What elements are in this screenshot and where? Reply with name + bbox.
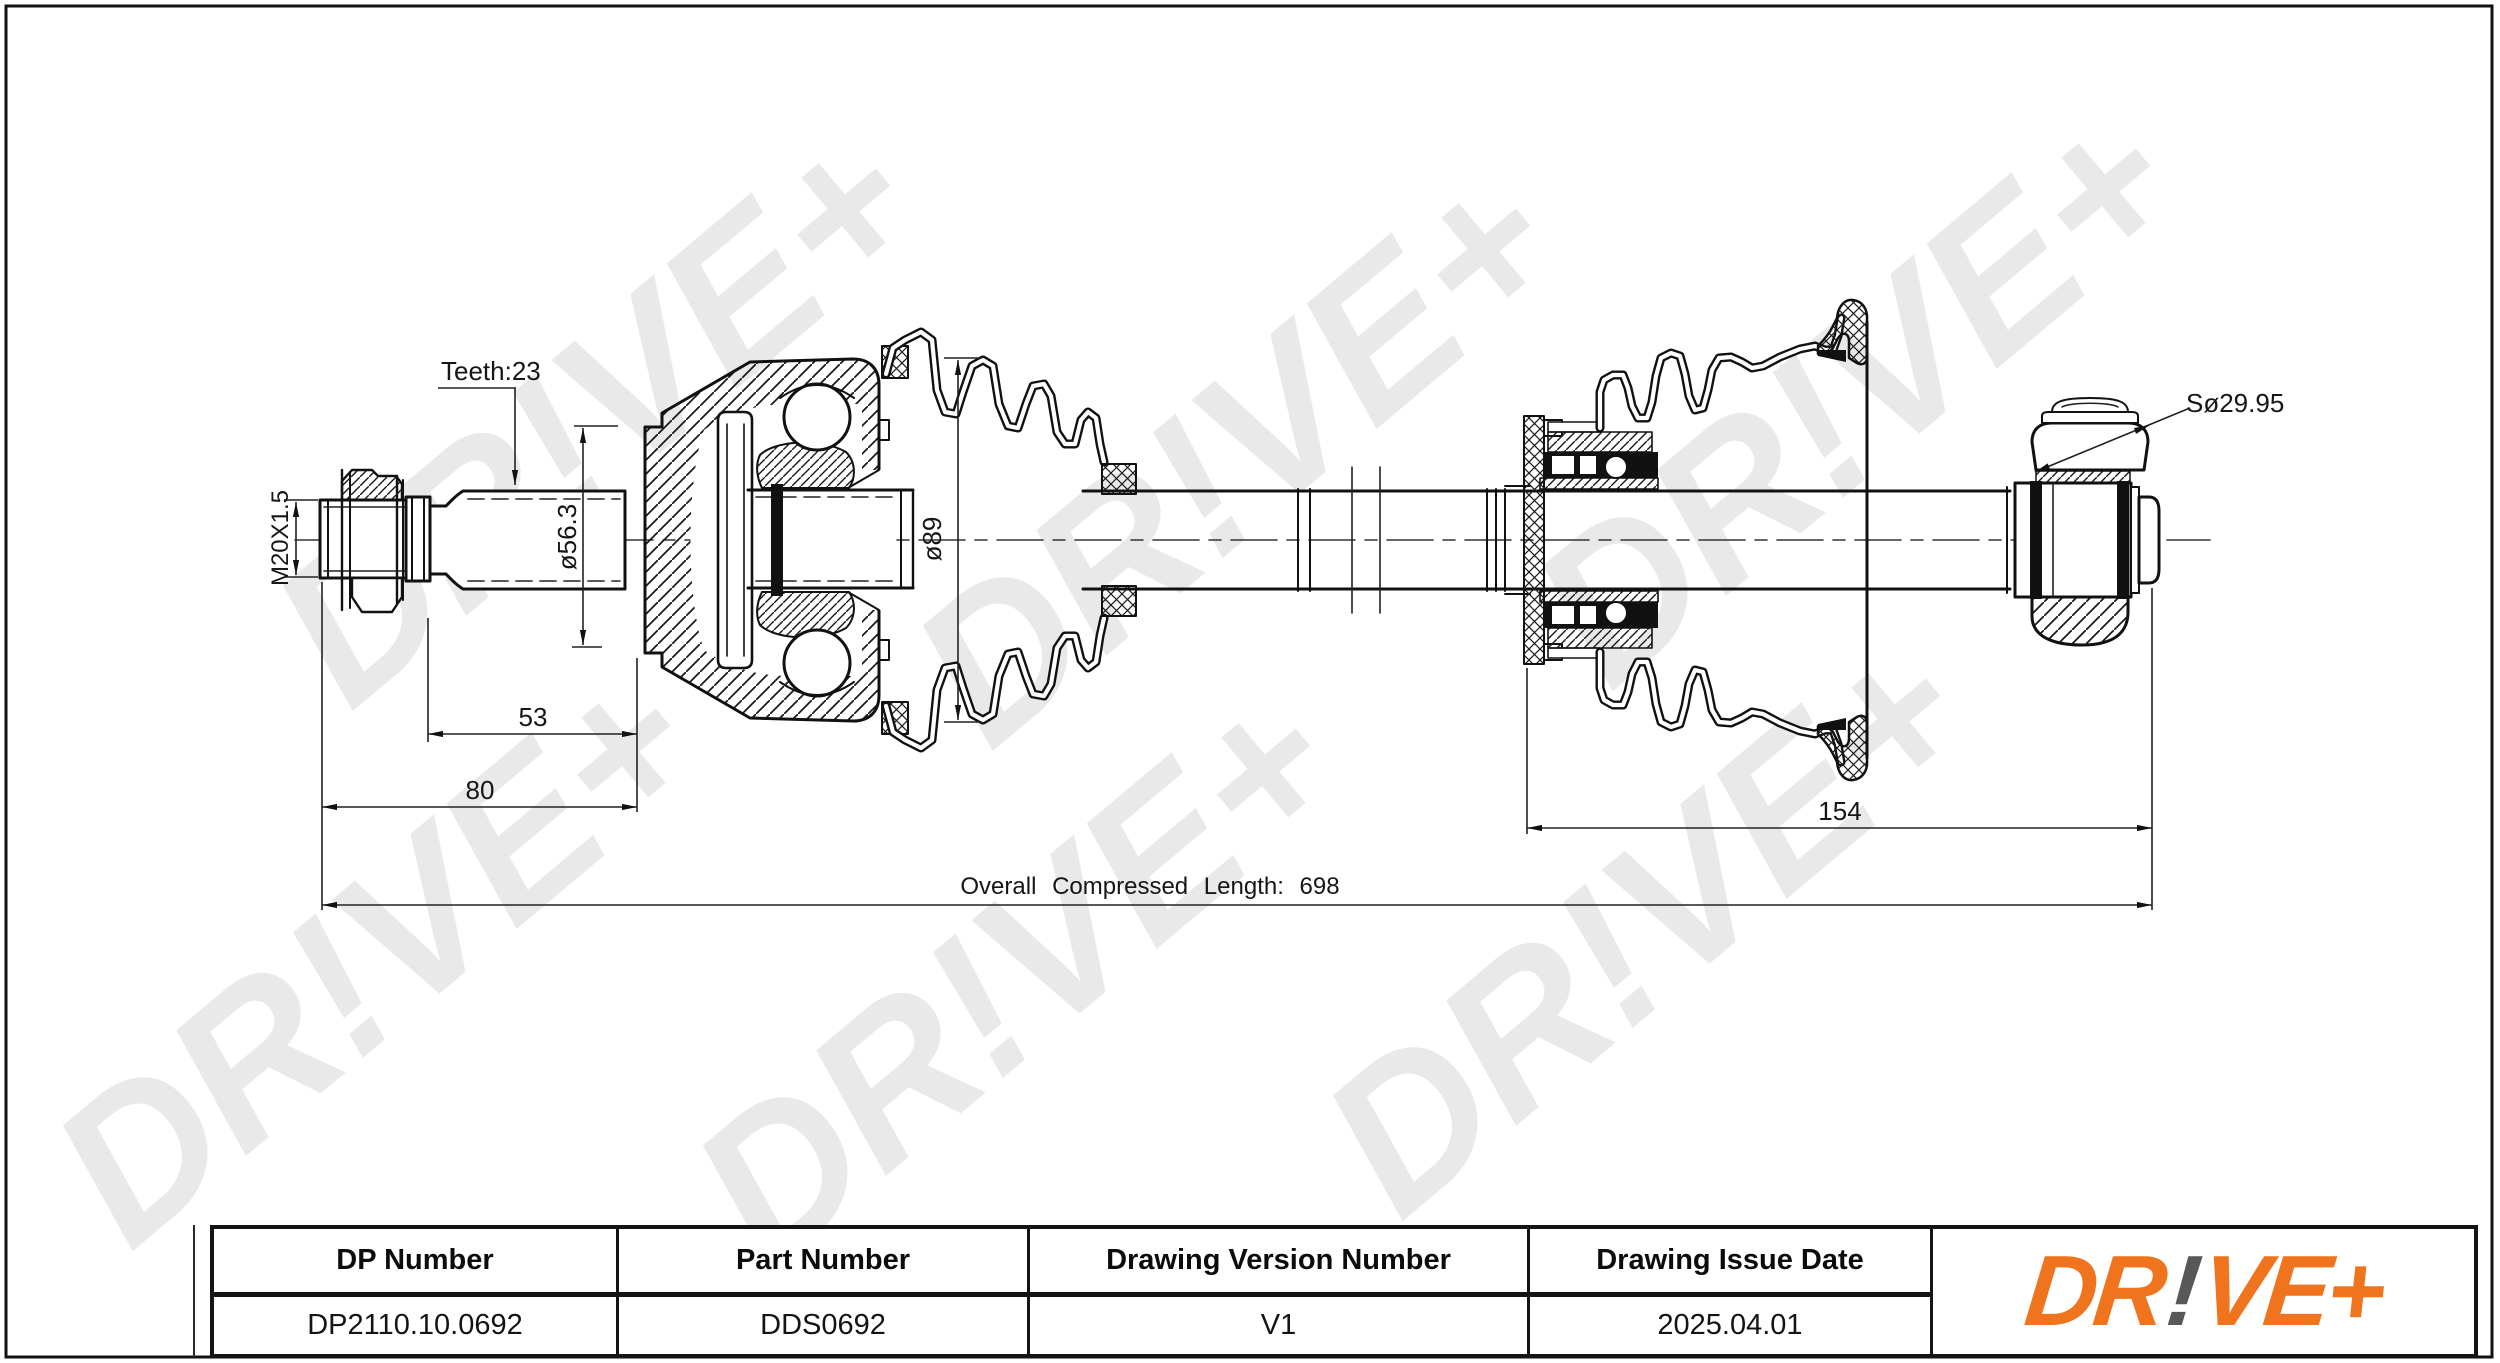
dim-sphere-diameter-label: Sø29.95 [2186,388,2284,418]
table-value-dp-number: DP2110.10.0692 [307,1309,523,1341]
column-drawing-version: Drawing Version Number V1 [1030,1229,1530,1354]
bearing-ball [782,382,852,452]
table-header-drawing-version: Drawing Version Number [1030,1229,1527,1297]
roller-ball [2030,421,2150,472]
inner-joint-boot [1595,298,1869,782]
logo-part-ve-plus: VE+ [2195,1235,2388,1347]
dim-spline-diameter-label: ø56.3 [552,504,582,571]
watermark-layer: DR!VE+ DR!VE+ DR!VE+ DR!VE+ DR!VE+ DR!VE… [11,65,2219,1307]
logo-part-dr: DR [2019,1235,2169,1347]
logo-cell: DR!VE+ [1933,1229,2474,1354]
outer-cv-joint [643,357,915,723]
dim-53-label: 53 [519,702,548,732]
dim-boot-diameter-label: ø89 [917,517,947,562]
lock-nut [340,468,404,614]
driveshaft-drawing [294,298,2211,782]
inner-joint-end [2006,397,2161,647]
table-header-issue-date: Drawing Issue Date [1530,1229,1930,1297]
dim-154-label: 154 [1818,796,1861,826]
bearing-ball [782,628,852,698]
shaft-end-cap [2137,495,2161,585]
spline-shaft [404,489,627,591]
shaft [1081,466,2012,614]
table-header-part-number: Part Number [619,1229,1027,1297]
snap-ring [771,484,783,596]
table-edge-line [193,1225,195,1357]
cover-rim [1816,714,1869,782]
table-header-dp-number: DP Number [214,1229,616,1297]
outer-joint-boot [881,327,1137,753]
threaded-stub [318,498,414,580]
dim-thread-label: M20X1.5 [267,490,294,586]
title-block-table: DP Number DP2110.10.0692 Part Number DDS… [210,1225,2478,1358]
column-dp-number: DP Number DP2110.10.0692 [214,1229,619,1354]
dim-80-label: 80 [466,775,495,805]
table-value-issue-date: 2025.04.01 [1657,1309,1803,1341]
table-value-drawing-version: V1 [1260,1309,1297,1341]
table-value-part-number: DDS0692 [760,1309,886,1341]
inner-joint-bearing [1523,415,1659,665]
roller-section [2030,595,2130,647]
dimension-annotations: Teeth:23 M20X1.5 ø56.3 ø89 53 80 154 [267,356,2284,910]
column-part-number: Part Number DDS0692 [619,1229,1030,1354]
dim-overall-length-label: Overall Compressed Length: 698 [960,873,1339,900]
brand-logo: DR!VE+ [2020,1234,2388,1349]
column-issue-date: Drawing Issue Date 2025.04.01 [1530,1229,1933,1354]
dim-teeth-label: Teeth:23 [441,356,541,386]
cover-rim [1816,298,1869,366]
